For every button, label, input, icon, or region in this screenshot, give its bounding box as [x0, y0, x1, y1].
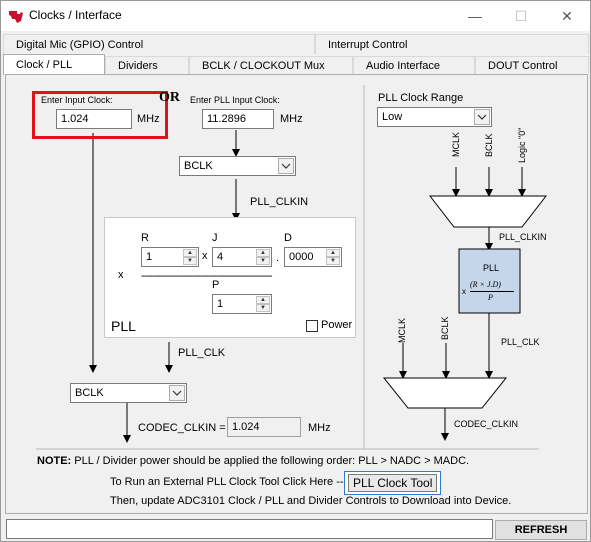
pll-r-value: 1: [146, 251, 153, 263]
pll-r-spinner[interactable]: ▲▼: [183, 249, 197, 265]
pll-formula-bar: [470, 291, 514, 292]
clock-pll-panel: Enter Input Clock: 1.024 MHz OR Enter PL…: [5, 74, 588, 514]
pll-x-sign-1: x: [202, 250, 208, 262]
pll-tool-prompt: To Run an External PLL Clock Tool Click …: [110, 476, 350, 488]
pll-r-field[interactable]: 1 ▲▼: [141, 247, 199, 267]
status-field: [6, 519, 493, 539]
pll-p-spinner[interactable]: ▲▼: [256, 296, 270, 312]
pll-clk-label: PLL_CLK: [178, 347, 226, 359]
clock-path-diagram: [36, 85, 539, 450]
pll-multiply-sign: x: [118, 269, 124, 281]
mux2-input-mclk: MCLK: [397, 317, 407, 343]
note-text: PLL / Divider power should be applied th…: [71, 455, 470, 467]
codec-clkin-field: 1.024: [227, 417, 301, 437]
pll-formula-x: x: [462, 287, 466, 296]
tab-dout-control[interactable]: DOUT Control: [475, 56, 589, 74]
input-clock-label: Enter Input Clock:: [41, 95, 113, 105]
pll-formula-denominator: P: [488, 293, 493, 302]
pll-clock-tool-button[interactable]: PLL Clock Tool: [344, 471, 442, 495]
pll-d-field[interactable]: 0000 ▲▼: [284, 247, 342, 267]
codec-source-select[interactable]: BCLK: [70, 383, 187, 403]
pll-formula-numerator: (R × J.D): [470, 280, 501, 289]
pll-source-select[interactable]: BCLK: [179, 156, 296, 176]
power-order-note: NOTE: PLL / Divider power should be appl…: [37, 455, 469, 467]
pll-d-spinner[interactable]: ▲▼: [326, 249, 340, 265]
window-title: Clocks / Interface: [29, 8, 122, 22]
minimize-button[interactable]: —: [468, 8, 482, 24]
tab-bclk-clockout-mux[interactable]: BCLK / CLOCKOUT Mux: [189, 56, 353, 74]
pll-fraction-line: ----------------------------------------…: [141, 270, 273, 282]
pll-d-label: D: [284, 232, 292, 244]
tab-dividers[interactable]: Dividers: [105, 56, 189, 74]
chevron-down-icon: [169, 385, 185, 401]
pll-r-label: R: [141, 232, 149, 244]
tab-row-1: Digital Mic (GPIO) Control Interrupt Con…: [1, 34, 590, 54]
tab-row-2: Clock / PLL Dividers BCLK / CLOCKOUT Mux…: [1, 54, 590, 75]
update-note: Then, update ADC3101 Clock / PLL and Div…: [110, 495, 512, 507]
pll-range-value: Low: [382, 111, 403, 123]
pll-block-title: PLL: [483, 263, 500, 273]
pll-clkin-label: PLL_CLKIN: [250, 196, 309, 208]
title-bar: Clocks / Interface — ☐ ✕: [1, 1, 590, 31]
pll-input-clock-unit: MHz: [280, 113, 303, 125]
pll-clock-tool-label: PLL Clock Tool: [348, 474, 438, 492]
pll-decimal-point: .: [276, 252, 280, 264]
pll-p-field[interactable]: 1 ▲▼: [212, 294, 272, 314]
diagram-pll-clk-label: PLL_CLK: [501, 337, 540, 347]
note-bold-label: NOTE:: [37, 455, 72, 467]
pll-range-label: PLL Clock Range: [378, 92, 464, 104]
pll-block-diagram: [382, 167, 548, 441]
tab-interrupt-control[interactable]: Interrupt Control: [315, 34, 589, 54]
input-clock-unit: MHz: [137, 113, 160, 125]
ti-logo-icon: [9, 11, 23, 23]
diagram-codec-clkin-label: CODEC_CLKIN: [454, 419, 519, 429]
chevron-down-icon: [278, 158, 294, 174]
pll-p-value: 1: [217, 298, 224, 310]
tab-digital-mic[interactable]: Digital Mic (GPIO) Control: [3, 34, 315, 54]
mux1-input-logic0: Logic "0": [517, 127, 527, 163]
pll-input-clock-label: Enter PLL Input Clock:: [190, 95, 280, 105]
tab-audio-interface[interactable]: Audio Interface: [353, 56, 475, 74]
or-label: OR: [159, 90, 180, 105]
close-button[interactable]: ✕: [561, 7, 573, 24]
input-clock-highlight: [32, 91, 168, 139]
pll-p-label: P: [212, 279, 220, 291]
pll-j-spinner[interactable]: ▲▼: [256, 249, 270, 265]
input-clock-field[interactable]: 1.024: [56, 109, 132, 129]
pll-range-select[interactable]: Low: [377, 107, 492, 127]
pll-power-label: Power: [321, 319, 353, 331]
maximize-button[interactable]: ☐: [514, 7, 528, 24]
pll-power-checkbox[interactable]: [306, 320, 318, 332]
pll-j-value: 4: [217, 251, 224, 263]
mux1-input-mclk: MCLK: [451, 131, 461, 157]
mux2-input-bclk: BCLK: [440, 316, 450, 340]
chevron-down-icon: [474, 109, 490, 125]
diagram-pll-clkin-label: PLL_CLKIN: [499, 232, 547, 242]
pll-box-title: PLL: [111, 318, 136, 334]
mux1-input-bclk: BCLK: [484, 133, 494, 157]
pll-j-field[interactable]: 4 ▲▼: [212, 247, 272, 267]
pll-input-clock-field[interactable]: 11.2896: [202, 109, 274, 129]
pll-box: R 1 ▲▼ x J 4 ▲▼ . D 0000 ▲▼ ------------…: [104, 217, 356, 338]
tab-clock-pll[interactable]: Clock / PLL: [3, 54, 105, 75]
codec-clkin-unit: MHz: [308, 422, 331, 434]
refresh-button[interactable]: REFRESH: [495, 520, 587, 540]
pll-j-label: J: [212, 232, 218, 244]
pll-d-value: 0000: [289, 251, 314, 263]
codec-source-value: BCLK: [75, 387, 104, 399]
codec-clkin-label: CODEC_CLKIN =: [138, 422, 226, 434]
pll-source-value: BCLK: [184, 160, 213, 172]
